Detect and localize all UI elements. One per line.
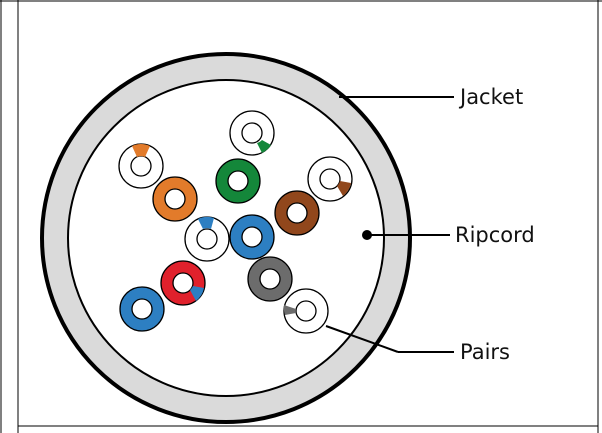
pair-gray — [247, 256, 329, 334]
pair-blue-lower — [119, 286, 165, 332]
pair-blue-center — [184, 214, 275, 262]
pair-green — [215, 110, 275, 204]
pair-red — [160, 260, 206, 306]
jacket-label: Jacket — [458, 85, 523, 109]
pair-orange — [118, 143, 198, 222]
ripcord-label: Ripcord — [455, 223, 535, 247]
pairs-leader-line-diagonal — [325, 325, 399, 353]
pairs-label: Pairs — [460, 340, 510, 364]
pair-brown — [274, 156, 353, 236]
